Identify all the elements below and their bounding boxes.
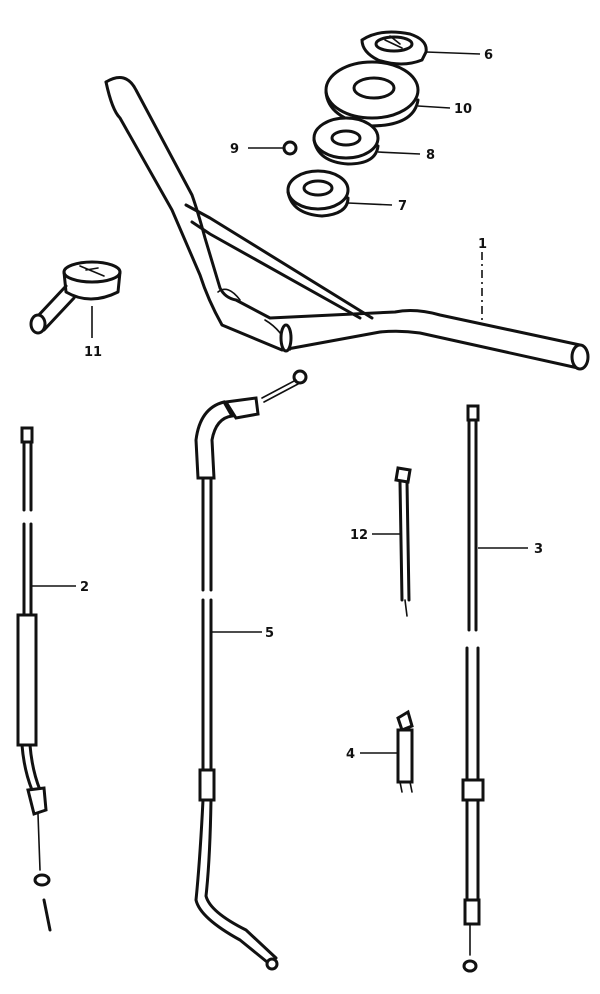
callout-3: 3: [534, 542, 543, 557]
medium-washer: [312, 116, 380, 166]
callout-1: 1: [478, 237, 487, 252]
callout-9: 9: [230, 142, 239, 157]
cable-right: [461, 404, 485, 973]
lower-washer: [286, 169, 350, 218]
fitting-long: [394, 466, 412, 617]
callout-4: 4: [346, 747, 355, 762]
callout-11: 11: [84, 345, 102, 360]
throttle-grip: [29, 260, 122, 335]
callout-8: 8: [426, 148, 435, 163]
ball: [282, 140, 298, 156]
clamp-top: [360, 30, 428, 66]
handlebar: [104, 76, 590, 371]
callout-7: 7: [398, 199, 407, 214]
large-washer: [324, 60, 420, 128]
callout-10: 10: [454, 102, 472, 117]
leader-lines: [32, 51, 528, 754]
callout-5: 5: [265, 626, 274, 641]
callout-2: 2: [80, 580, 89, 595]
callout-12: 12: [350, 528, 368, 543]
cable-middle: [194, 369, 308, 971]
fitting-short: [396, 709, 414, 793]
cable-left: [16, 426, 52, 932]
callout-6: 6: [484, 48, 493, 63]
